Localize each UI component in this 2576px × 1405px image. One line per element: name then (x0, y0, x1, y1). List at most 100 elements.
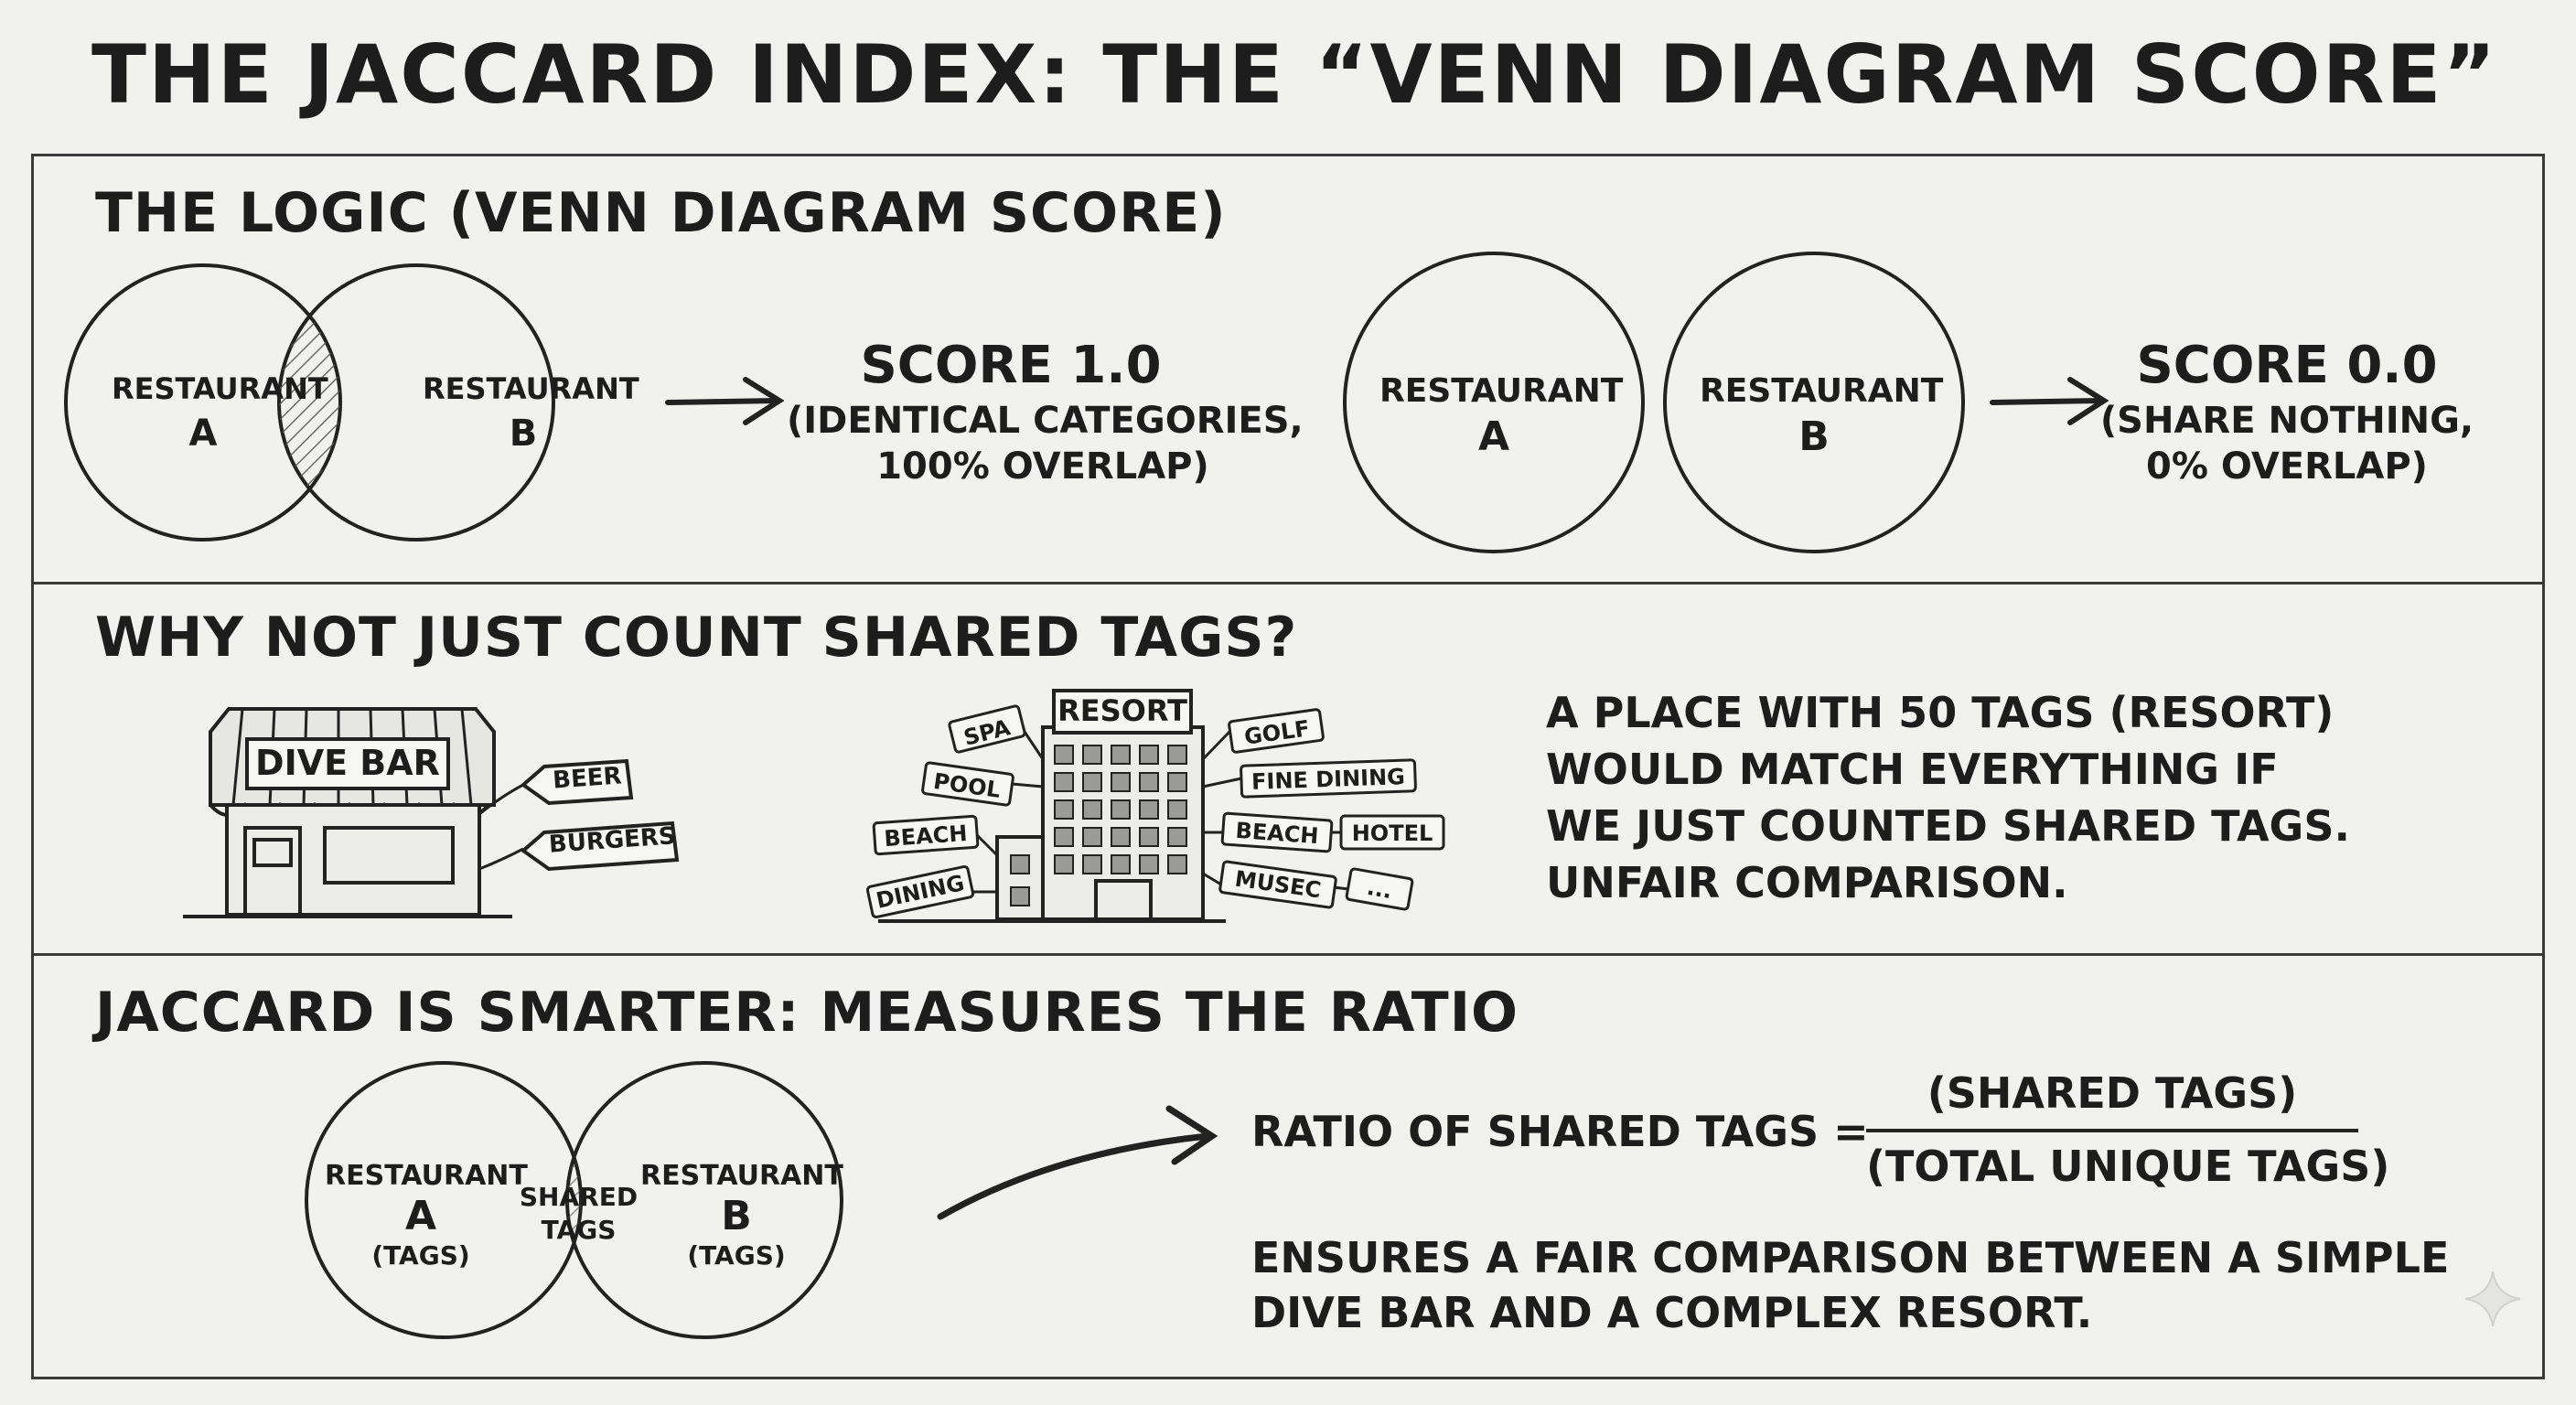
circle-b-letter: B (509, 413, 538, 455)
circle-b-letter: B (1798, 413, 1830, 460)
circle-b-letter: B (721, 1193, 752, 1239)
tag-shape (865, 864, 975, 919)
resort-window (1082, 854, 1102, 874)
tag-string (1202, 872, 1222, 886)
why-explanation: A PLACE WITH 50 TAGS (RESORT) WOULD MATC… (1546, 684, 2350, 911)
resort-window (1111, 799, 1131, 820)
resort-window (1010, 854, 1030, 874)
resort-window (1139, 827, 1159, 847)
circle-b-sub: (TAGS) (687, 1240, 786, 1271)
resort-window (1167, 799, 1187, 820)
resort-window (1111, 854, 1131, 874)
circle-a-label: RESTAURANT (1379, 372, 1624, 410)
score-disjoint-caption: 0% OVERLAP) (2146, 445, 2428, 488)
circle-b-label: RESTAURANT (1700, 372, 1944, 410)
why-heading: WHY NOT JUST COUNT SHARED TAGS? (95, 606, 1298, 670)
resort-sign-label: RESORT (1057, 693, 1187, 728)
explanation-line: WE JUST COUNTED SHARED TAGS. (1546, 801, 2350, 851)
tag-string (1201, 729, 1232, 761)
tag-string (1333, 885, 1349, 891)
explanation-line: A PLACE WITH 50 TAGS (RESORT) (1546, 688, 2334, 737)
resort-window (1167, 745, 1187, 765)
circle-a-letter: A (1477, 413, 1510, 460)
resort-window (1054, 745, 1074, 765)
circle-a-letter: A (188, 413, 218, 455)
resort-window (1139, 772, 1159, 792)
resort-sign (1052, 689, 1193, 735)
resort-window (1167, 827, 1187, 847)
tag-shape (1228, 708, 1325, 754)
ratio-note: DIVE BAR AND A COMPLEX RESORT. (1251, 1288, 2093, 1337)
venn-circle-a (1343, 252, 1645, 553)
venn-circle-b (1663, 252, 1965, 553)
resort-window (1054, 799, 1074, 820)
content-frame (31, 154, 2545, 1379)
resort-window (1139, 799, 1159, 820)
resort-window (1167, 772, 1187, 792)
explanation-line: WOULD MATCH EVERYTHING IF (1546, 745, 2279, 794)
dive-bar-sign-label: DIVE BAR (255, 743, 440, 783)
circle-a-label: RESTAURANT (112, 371, 328, 406)
resort-window (1054, 827, 1074, 847)
resort-window (1111, 745, 1131, 765)
page-title: THE JACCARD INDEX: THE “VENN DIAGRAM SCO… (91, 27, 2498, 122)
sparkle-icon (2464, 1271, 2521, 1327)
tag-shape (1218, 860, 1337, 909)
ratio-heading: JACCARD IS SMARTER: MEASURES THE RATIO (95, 981, 1519, 1045)
section-divider (31, 582, 2545, 585)
arrow-icon (665, 377, 785, 425)
overlap-label: SHARED (519, 1182, 639, 1212)
circle-b-label: RESTAURANT (423, 371, 639, 406)
resort-tags (865, 704, 1445, 919)
tag-shape (872, 814, 980, 856)
score-identical: SCORE 1.0 (860, 336, 1162, 395)
resort-window (1082, 827, 1102, 847)
resort-window (1111, 772, 1131, 792)
ratio-note: ENSURES A FAIR COMPARISON BETWEEN A SIMP… (1251, 1233, 2450, 1282)
tag-shape (921, 761, 1014, 807)
tag-string (1021, 728, 1045, 760)
circle-b-label: RESTAURANT (640, 1160, 843, 1192)
resort-window (1167, 854, 1187, 874)
formula-denominator: (TOTAL UNIQUE TAGS) (1866, 1142, 2390, 1191)
logic-heading: THE LOGIC (VENN DIAGRAM SCORE) (95, 181, 1227, 245)
resort-window (1139, 854, 1159, 874)
tag-shape (1240, 758, 1417, 799)
tag-shape (1339, 814, 1445, 851)
resort-window (1082, 772, 1102, 792)
resort-window (1139, 745, 1159, 765)
score-disjoint-caption: (SHARE NOTHING, (2099, 400, 2474, 442)
score-identical-caption: 100% OVERLAP) (876, 445, 1209, 488)
arrow-icon (1990, 377, 2109, 425)
tag-string (1202, 777, 1242, 788)
tag-string (1011, 782, 1044, 788)
overlap-label: TAGS (541, 1215, 617, 1245)
dive-bar-sign (245, 737, 450, 790)
tag-shape (948, 704, 1026, 754)
resort-window (1082, 745, 1102, 765)
resort-window (1054, 854, 1074, 874)
formula-lhs: RATIO OF SHARED TAGS = (1251, 1107, 1869, 1156)
resort-window (1054, 772, 1074, 792)
section-divider (31, 953, 2545, 956)
resort-window (1111, 827, 1131, 847)
circle-a-letter: A (404, 1193, 437, 1239)
resort-windows (1010, 745, 1187, 906)
resort-window (1082, 799, 1102, 820)
score-identical-caption: (IDENTICAL CATEGORIES, (787, 400, 1304, 442)
resort-tag: HOTEL (1351, 820, 1433, 846)
explanation-line: UNFAIR COMPARISON. (1546, 858, 2068, 907)
score-disjoint: SCORE 0.0 (2136, 336, 2438, 395)
curved-arrow-icon (937, 1105, 1218, 1220)
formula-numerator: (SHARED TAGS) (1927, 1068, 2298, 1118)
circle-a-sub: (TAGS) (371, 1240, 470, 1271)
tag-shape (1345, 867, 1414, 911)
tag-shape (1220, 811, 1334, 853)
circle-a-label: RESTAURANT (325, 1160, 528, 1192)
resort-window (1010, 886, 1030, 906)
tag-string (975, 833, 999, 857)
